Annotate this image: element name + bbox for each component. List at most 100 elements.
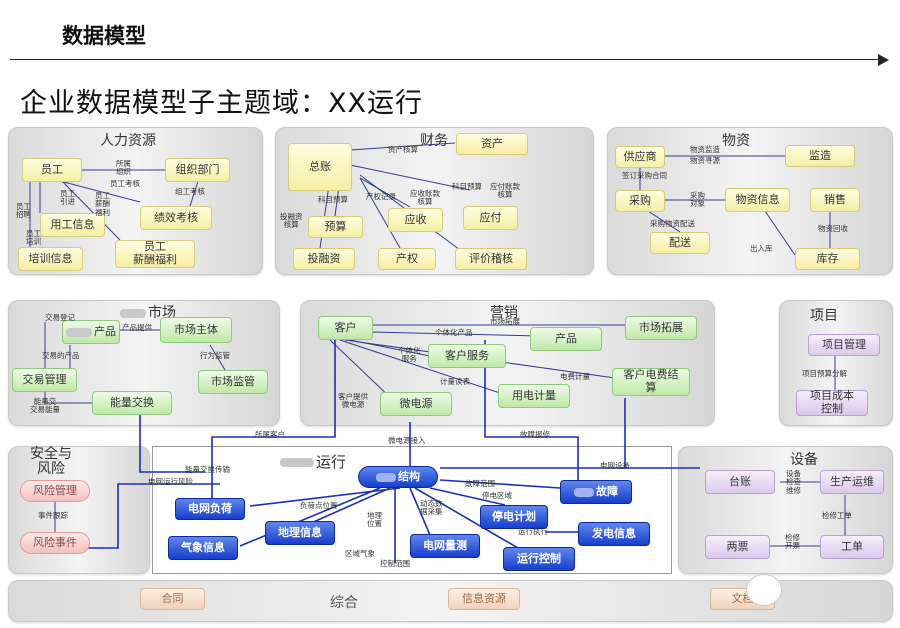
node-project-cost[interactable]: 项目成本 控制 xyxy=(796,390,868,416)
node-operation-control[interactable]: 运行控制 xyxy=(503,547,575,571)
label-mat-io: 出入库 xyxy=(750,244,773,253)
label-ops-loadpos: 负荷点位置 xyxy=(300,501,338,510)
node-delivery[interactable]: 配送 xyxy=(650,232,710,254)
node-ledger[interactable]: 总账 xyxy=(288,143,352,191)
node-receivable[interactable]: 应收 xyxy=(388,208,443,232)
node-info-resource[interactable]: 信息资源 xyxy=(448,588,520,610)
node-risk-event[interactable]: 风险事件 xyxy=(20,532,90,554)
node-employment-info[interactable]: 用工信息 xyxy=(40,213,105,237)
domain-title-sales: 营销 xyxy=(490,305,518,321)
node-two-tickets[interactable]: 两票 xyxy=(705,535,770,559)
label-fin-budget: 科目预算 xyxy=(318,195,348,204)
node-trade-mgmt[interactable]: 交易管理 xyxy=(12,368,77,392)
label-mat-2: 物资寻源 xyxy=(690,156,720,165)
node-org-dept[interactable]: 组织部门 xyxy=(165,158,230,182)
label-proj-split: 项目预算分解 xyxy=(802,369,847,378)
node-grid-load[interactable]: 电网负荷 xyxy=(175,498,245,520)
label-hr-pay: 员工 薪酬 福利 xyxy=(95,191,110,217)
node-grid-measure[interactable]: 电网量测 xyxy=(410,534,480,558)
node-property[interactable]: 产权 xyxy=(378,248,436,270)
label-ops-exchange: 能量交换传输 xyxy=(185,465,230,474)
label-ops-weather: 区域气象 xyxy=(345,549,375,558)
node-audit[interactable]: 评价稽核 xyxy=(455,248,527,270)
label-ops-dynamic: 动态数 据采集 xyxy=(420,499,443,517)
label-mat-deliver: 采购物资配送 xyxy=(650,219,695,228)
label-ops-exec: 运行执行 xyxy=(518,527,548,536)
node-purchase[interactable]: 采购 xyxy=(615,190,665,212)
node-structure[interactable]: 结构 xyxy=(358,466,438,488)
label-mat-obj: 采购 对象 xyxy=(690,191,705,209)
domain-title-hr: 人力资源 xyxy=(100,133,156,149)
domain-title-equipment: 设备 xyxy=(790,452,818,468)
node-market-expansion[interactable]: 市场拓展 xyxy=(625,316,697,340)
wechat-watermark-icon xyxy=(746,574,782,606)
label-fin-invest: 投融资 核算 xyxy=(280,212,303,230)
label-hr-recruit: 员工 招聘 xyxy=(16,202,31,220)
node-customer-service[interactable]: 客户服务 xyxy=(428,344,506,368)
node-supervision[interactable]: 监造 xyxy=(785,145,855,167)
node-contract[interactable]: 合同 xyxy=(140,588,205,610)
node-metering[interactable]: 用电计量 xyxy=(498,384,570,408)
label-fin-payable: 应付账款 核算 xyxy=(490,182,520,200)
label-equip-order: 检修工单 xyxy=(822,511,852,520)
node-fault[interactable]: 故障 xyxy=(560,480,632,504)
label-mkt-prod: 交易的产品 xyxy=(42,351,80,360)
label-hr-review: 员工考核 xyxy=(110,179,140,188)
label-risk-track: 事件跟踪 xyxy=(38,511,68,520)
node-material-info[interactable]: 物资信息 xyxy=(725,188,790,212)
label-hr-orgreview: 组工考核 xyxy=(175,187,205,196)
label-ops-ctrl: 控制范围 xyxy=(380,559,410,568)
node-customer[interactable]: 客户 xyxy=(318,316,373,340)
node-assets[interactable]: 资产 xyxy=(456,133,528,155)
label-sales-meter: 计量读表 xyxy=(440,377,470,386)
node-sales-mat[interactable]: 销售 xyxy=(810,188,860,212)
node-billing[interactable]: 客户电费结 算 xyxy=(612,368,690,396)
label-mat-recycle: 物资回收 xyxy=(818,224,848,233)
domain-title-project: 项目 xyxy=(810,308,838,324)
node-micro-source[interactable]: 微电源 xyxy=(380,392,452,416)
slide-title: 企业数据模型子主题域：XX运行 xyxy=(20,88,423,119)
label-ops-customer: 所属客户 xyxy=(255,430,285,439)
label-ops-micro: 微电源接入 xyxy=(388,436,426,445)
header-arrow xyxy=(878,54,889,66)
label-hr-train: 员工 培训 xyxy=(26,229,41,247)
label-hr-org: 所属 组织 xyxy=(116,159,131,177)
node-payable[interactable]: 应付 xyxy=(463,206,518,230)
label-sales-micro: 客户提供 微电源 xyxy=(338,392,368,410)
label-fin-property: 产权记录 xyxy=(366,192,396,201)
label-ops-risk: 电网运行风险 xyxy=(148,477,193,486)
node-supplier[interactable]: 供应商 xyxy=(615,146,665,168)
node-investment[interactable]: 投融资 xyxy=(293,248,355,270)
node-weather[interactable]: 气象信息 xyxy=(168,536,238,560)
domain-title-operations: 运行 xyxy=(280,451,346,472)
node-work-order[interactable]: 工单 xyxy=(820,535,884,559)
label-sales-indiv: 个体化产品 xyxy=(435,328,473,337)
label-mkt-behav: 行为监管 xyxy=(200,351,230,360)
node-generation-info[interactable]: 发电信息 xyxy=(578,522,650,546)
label-fin-receivable: 应收账款 核算 xyxy=(410,189,440,207)
node-employee[interactable]: 员工 xyxy=(22,158,82,182)
node-energy-exchange[interactable]: 能量交换 xyxy=(92,391,172,415)
label-fin-budget2: 科目预算 xyxy=(452,182,482,191)
header-divider xyxy=(10,59,882,60)
domain-title-misc: 综合 xyxy=(330,595,358,611)
domain-title-finance: 财务 xyxy=(420,133,448,149)
node-maintenance[interactable]: 生产运维 xyxy=(820,470,884,494)
node-inventory[interactable]: 库存 xyxy=(795,248,860,270)
node-budget[interactable]: 预算 xyxy=(308,216,363,238)
node-ledger-equip[interactable]: 台账 xyxy=(705,470,775,494)
label-mkt-energy: 能量交 交易能量 xyxy=(30,397,60,415)
label-sales-indiv2: 个体化 服务 xyxy=(398,346,421,364)
node-geo-info[interactable]: 地理信息 xyxy=(265,521,335,545)
node-project-mgmt[interactable]: 项目管理 xyxy=(808,334,880,356)
node-outage-plan[interactable]: 停电计划 xyxy=(480,505,548,529)
node-product[interactable]: 产品 xyxy=(62,320,120,344)
node-market-supervision[interactable]: 市场监管 xyxy=(198,370,268,394)
node-salary[interactable]: 员工 薪酬福利 xyxy=(115,240,195,268)
node-market-entity[interactable]: 市场主体 xyxy=(160,317,232,343)
node-performance[interactable]: 绩效考核 xyxy=(140,206,212,230)
label-fin-asset: 资产核算 xyxy=(388,145,418,154)
node-sales-product[interactable]: 产品 xyxy=(530,327,602,351)
node-training[interactable]: 培训信息 xyxy=(18,247,83,271)
node-risk-mgmt[interactable]: 风险管理 xyxy=(20,480,90,502)
